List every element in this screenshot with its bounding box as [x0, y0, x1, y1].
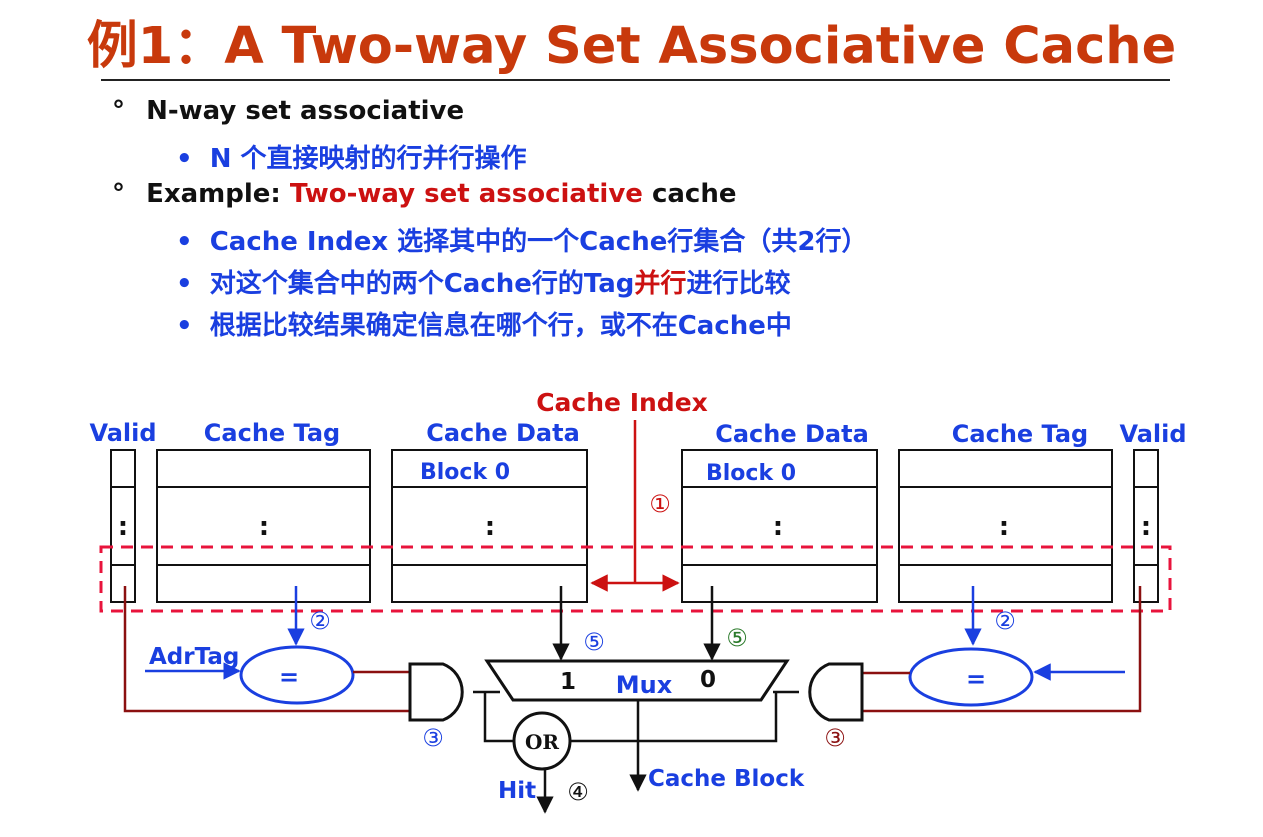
step-2-left-marker: ② [309, 607, 331, 635]
right-block0-label: Block 0 [706, 461, 796, 486]
right-cache-data-label: Cache Data [715, 420, 869, 448]
example-suffix: cache [642, 179, 737, 209]
tag-compare-prefix: 对这个集合中的两个Cache行的Tag [209, 269, 635, 299]
example-prefix: Example: [146, 179, 290, 209]
bullet-n-way: ° N-way set associative [112, 96, 464, 126]
left-and-gate [408, 662, 464, 722]
or-gate [512, 711, 572, 771]
selected-set-highlight [99, 545, 1172, 613]
bullet-result: • 根据比较结果确定信息在哪个行，或不在Cache中 [176, 305, 792, 342]
right-tag-comparator [908, 647, 1034, 707]
right-data-dots: : [773, 512, 783, 542]
tag-compare-highlight: 并行 [634, 269, 687, 299]
mux-block [484, 659, 790, 702]
step-5-left-marker: ⑤ [583, 628, 605, 656]
adrtag-label: AdrTag [149, 644, 239, 670]
tag-compare-suffix: 进行比较 [686, 269, 791, 299]
left-block0-label: Block 0 [420, 460, 510, 485]
bullet-marker: • [176, 144, 193, 174]
bullet-text: 对这个集合中的两个Cache行的Tag并行进行比较 [210, 269, 791, 299]
left-control-wires [123, 586, 410, 713]
left-data-dots: : [485, 512, 495, 542]
left-data-column [391, 449, 588, 603]
bullet-marker: • [176, 227, 193, 257]
right-control-wires [862, 586, 1142, 713]
left-valid-dots: : [118, 512, 128, 542]
step-1-marker: ① [649, 490, 671, 518]
step-3-right-marker: ③ [824, 724, 846, 752]
step-3-left-marker: ③ [422, 724, 444, 752]
right-tag-dots: : [999, 512, 1009, 542]
bullet-marker: • [176, 269, 193, 299]
bullet-parallel-lines: • N 个直接映射的行并行操作 [176, 138, 527, 175]
bullet-text: N 个直接映射的行并行操作 [209, 144, 527, 174]
bullet-text: Cache Index 选择其中的一个Cache行集合（共2行） [209, 227, 868, 257]
bullet-tag-compare: • 对这个集合中的两个Cache行的Tag并行进行比较 [176, 263, 790, 300]
left-valid-column [110, 449, 136, 603]
right-cache-tag-label: Cache Tag [952, 420, 1088, 448]
mux-input-1: 1 [560, 669, 576, 695]
bullet-text: Example: Two-way set associative cache [146, 179, 736, 209]
left-tag-column [156, 449, 371, 603]
right-valid-label: Valid [1119, 420, 1186, 448]
right-tag-column [898, 449, 1113, 603]
cache-index-label: Cache Index [536, 388, 708, 417]
bullet-text: 根据比较结果确定信息在哪个行，或不在Cache中 [209, 311, 792, 341]
right-valid-column [1133, 449, 1159, 603]
left-comparator-eq: = [279, 663, 299, 691]
right-and-gate [808, 662, 864, 722]
title-divider [101, 79, 1170, 81]
left-valid-label: Valid [89, 419, 156, 447]
bullet-marker: ° [112, 179, 125, 209]
example-highlight: Two-way set associative [289, 179, 643, 209]
hit-label: Hit [498, 778, 536, 804]
bullet-marker: • [176, 311, 193, 341]
step-5-right-marker: ⑤ [726, 624, 748, 652]
right-data-column [681, 449, 878, 603]
left-tag-comparator [239, 645, 355, 705]
bullet-text: N-way set associative [146, 96, 465, 126]
step-4-marker: ④ [567, 778, 589, 806]
bullet-example: ° Example: Two-way set associative cache [112, 179, 736, 209]
right-comparator-eq: = [966, 665, 986, 693]
page-title: 例1：A Two-way Set Associative Cache [86, 17, 1177, 76]
mux-label: Mux [616, 671, 673, 699]
left-tag-dots: : [259, 512, 269, 542]
left-cache-data-label: Cache Data [426, 419, 580, 447]
or-gate-label: OR [525, 730, 559, 754]
bullet-cache-index: • Cache Index 选择其中的一个Cache行集合（共2行） [176, 221, 867, 258]
mux-input-0: 0 [700, 667, 716, 693]
bullet-marker: ° [112, 96, 125, 126]
left-cache-tag-label: Cache Tag [204, 419, 340, 447]
step-2-right-marker: ② [994, 607, 1016, 635]
cache-block-label: Cache Block [648, 766, 805, 792]
right-valid-dots: : [1141, 512, 1151, 542]
